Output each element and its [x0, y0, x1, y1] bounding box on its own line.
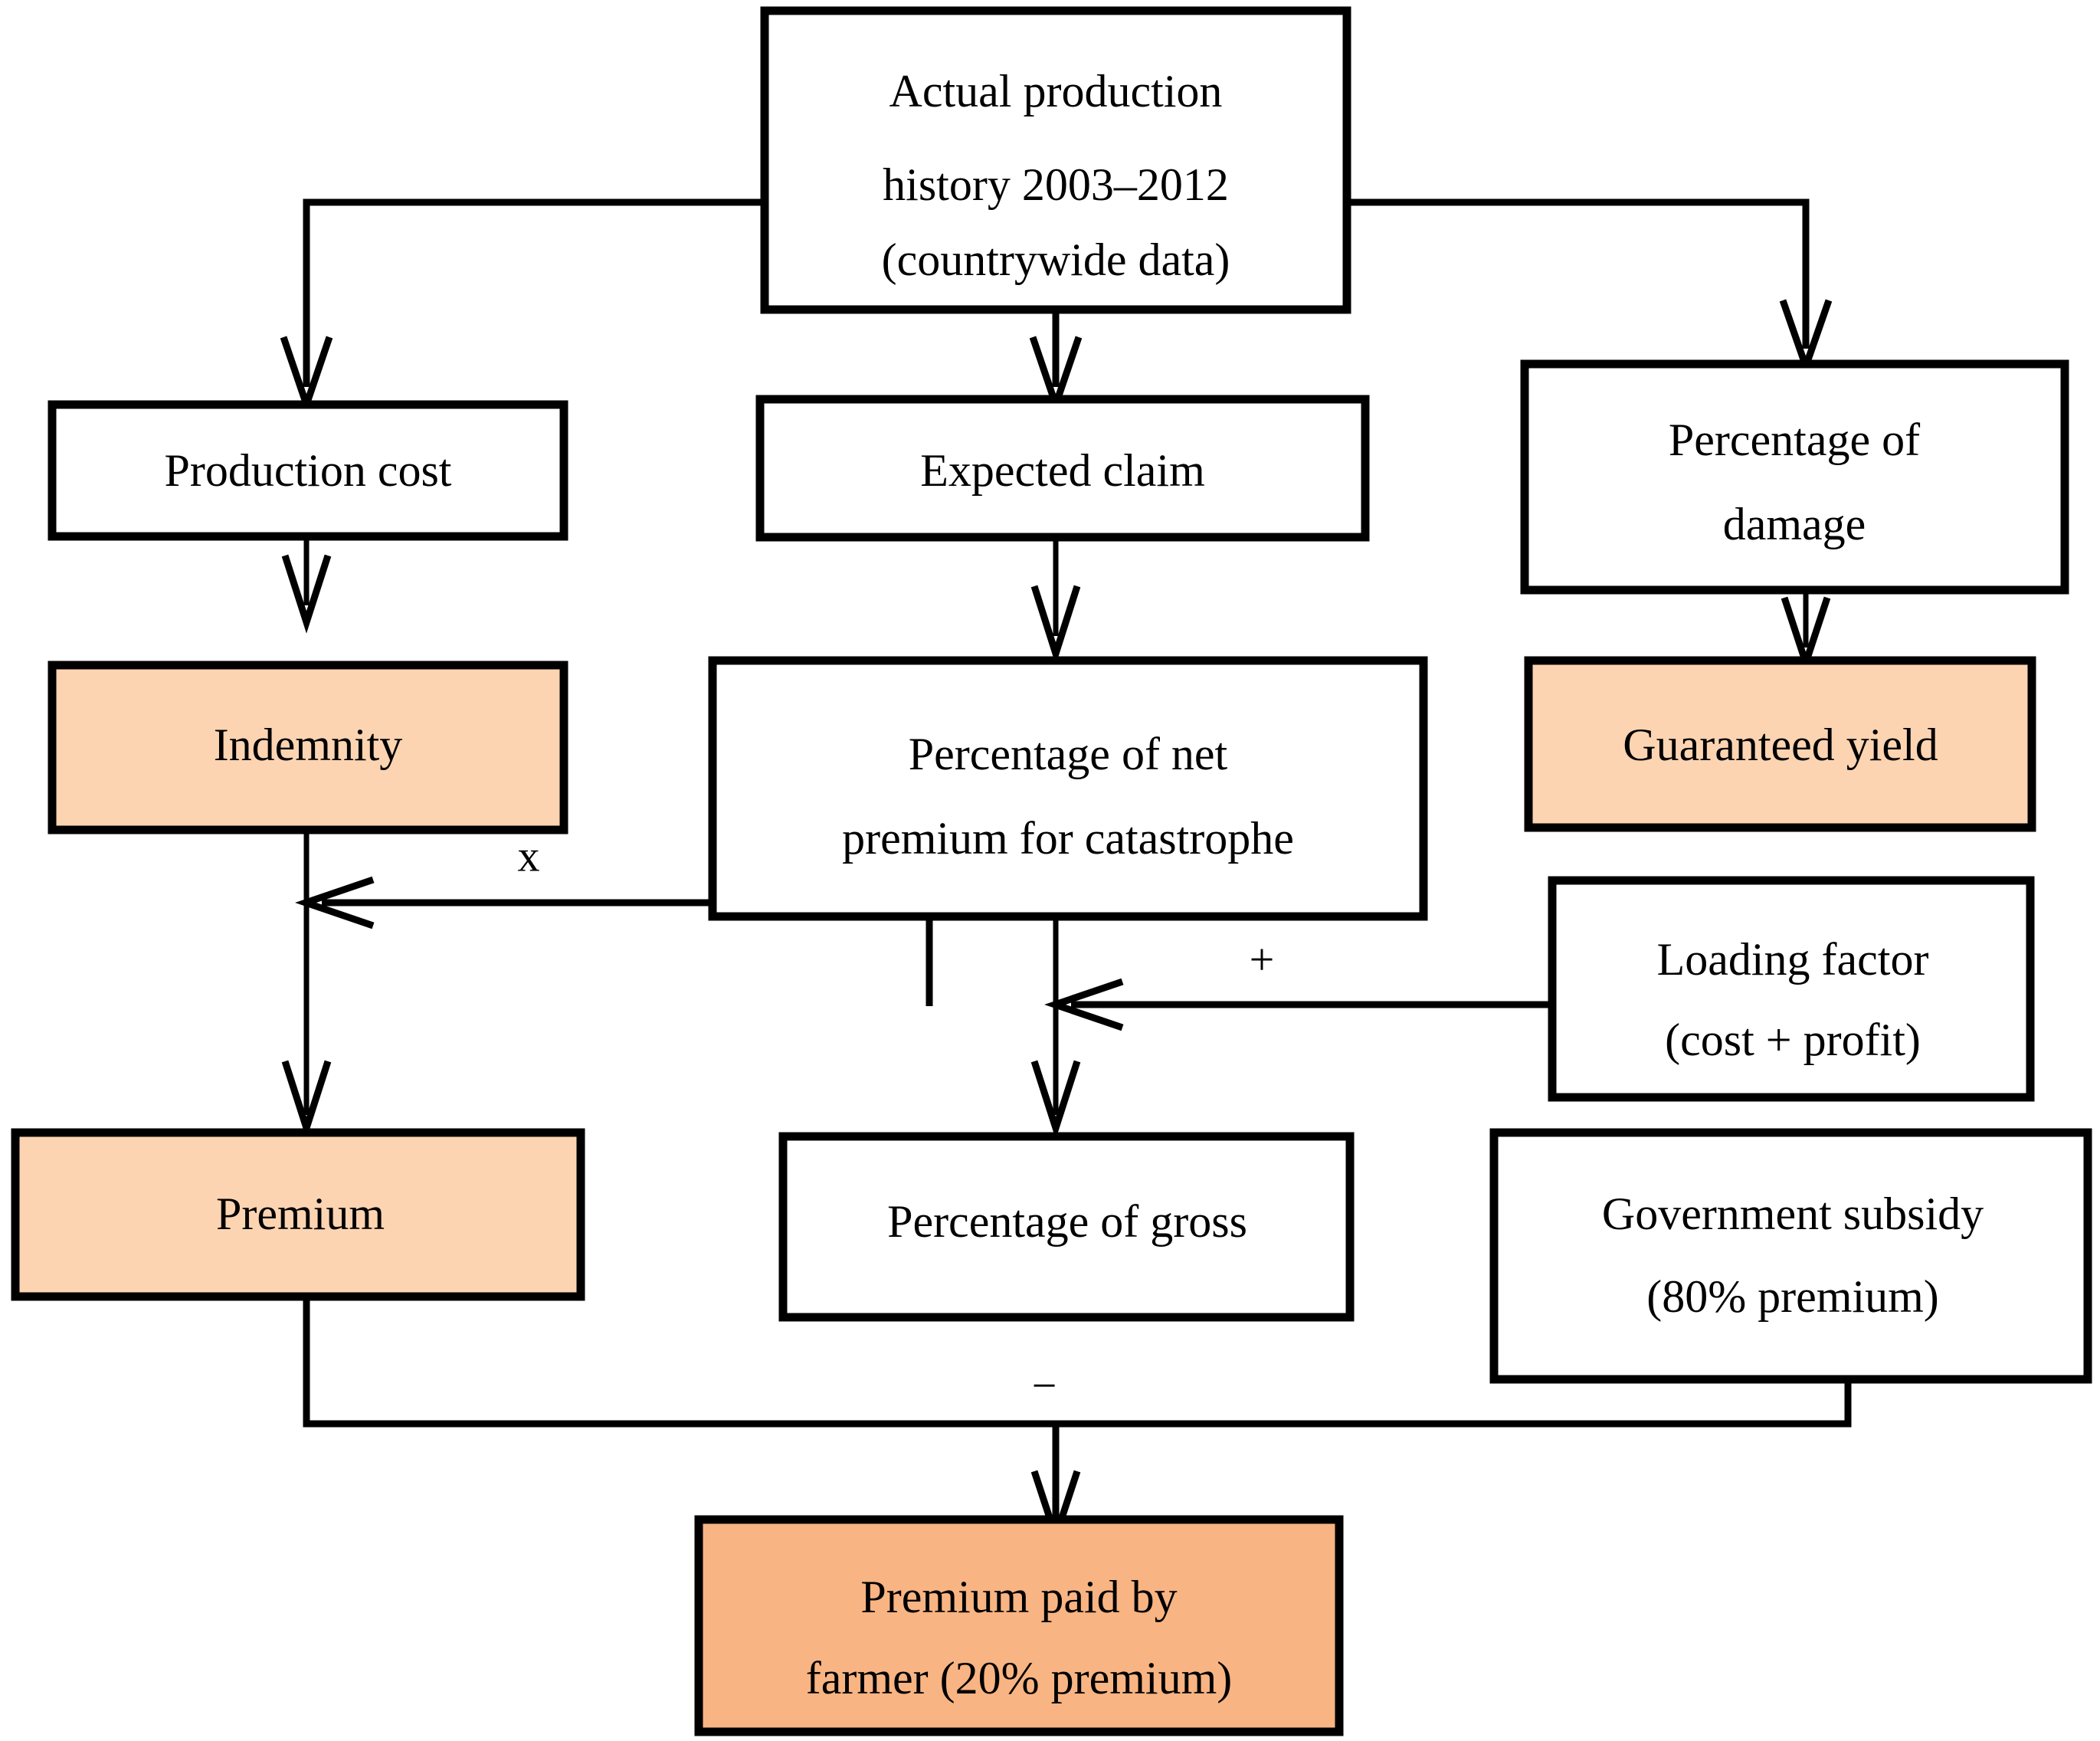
node-label-expected-claim: Expected claim	[920, 445, 1204, 496]
node-label-government-subsidy-line-2: (80% premium)	[1646, 1271, 1939, 1322]
edge-label-multiply: x	[518, 831, 540, 880]
edge-expected-claim-to-net-premium	[1030, 536, 1081, 665]
edge-net-premium-to-percentage-gross	[1030, 916, 1081, 1139]
edge-label-plus: +	[1250, 934, 1275, 984]
edge-aph-to-expected-claim	[1029, 309, 1083, 415]
node-label-loading-factor-line-1: Loading factor	[1657, 934, 1929, 985]
node-label-line-3: (countrywide data)	[882, 234, 1230, 285]
node-expected-claim[interactable]: Expected claim	[755, 395, 1370, 542]
node-label-indemnity: Indemnity	[214, 720, 403, 770]
node-label-guaranteed-yield: Guaranteed yield	[1623, 720, 1938, 770]
edge-percentage-damage-to-guaranteed-yield	[1781, 590, 1831, 674]
node-percentage-of-gross[interactable]: Percentage of gross	[778, 1132, 1355, 1322]
node-label-government-subsidy-line-1: Government subsidy	[1602, 1189, 1984, 1239]
node-indemnity[interactable]: Indemnity	[48, 661, 568, 834]
node-loading-factor[interactable]: Loading factor (cost + profit)	[1548, 876, 2035, 1102]
edge-indemnity-to-premium	[281, 830, 332, 1139]
node-premium-paid-by-farmer[interactable]: Premium paid by farmer (20% premium)	[694, 1515, 1344, 1736]
node-label-premium-paid-line-2: farmer (20% premium)	[806, 1653, 1232, 1703]
edge-production-cost-to-indemnity	[281, 536, 332, 634]
node-label-premium: Premium	[216, 1189, 385, 1239]
node-label-net-premium-line-2: premium for catastrophe	[842, 813, 1294, 864]
node-guaranteed-yield[interactable]: Guaranteed yield	[1524, 656, 2036, 832]
edge-label-minus: −	[1032, 1360, 1057, 1410]
node-percentage-of-damage[interactable]: Percentage of damage	[1520, 359, 2069, 595]
node-actual-production-history[interactable]: Actual production history 2003–2012 (cou…	[760, 6, 1351, 314]
node-label-premium-paid-line-1: Premium paid by	[860, 1572, 1177, 1622]
node-label-line-2: history 2003–2012	[883, 159, 1229, 210]
node-label-loading-factor-line-2: (cost + profit)	[1665, 1015, 1921, 1065]
node-label-line-1: Actual production	[889, 66, 1223, 116]
node-label-net-premium-line-1: Percentage of net	[909, 729, 1228, 779]
node-label-percentage-damage-line-1: Percentage of	[1669, 415, 1920, 465]
edge-aph-to-production-cost	[280, 198, 765, 415]
node-label-percentage-gross: Percentage of gross	[887, 1196, 1247, 1247]
edge-aph-to-percentage-of-damage	[1347, 198, 1833, 377]
node-percentage-net-premium-catastrophe[interactable]: Percentage of net premium for catastroph…	[708, 656, 1428, 921]
node-government-subsidy[interactable]: Government subsidy (80% premium)	[1489, 1128, 2092, 1384]
node-label-production-cost: Production cost	[165, 445, 452, 496]
node-label-percentage-damage-line-2: damage	[1723, 499, 1866, 549]
edge-loading-factor-to-percentage-gross-plus	[1044, 978, 1552, 1031]
node-production-cost[interactable]: Production cost	[48, 400, 568, 541]
node-premium[interactable]: Premium	[11, 1128, 585, 1301]
